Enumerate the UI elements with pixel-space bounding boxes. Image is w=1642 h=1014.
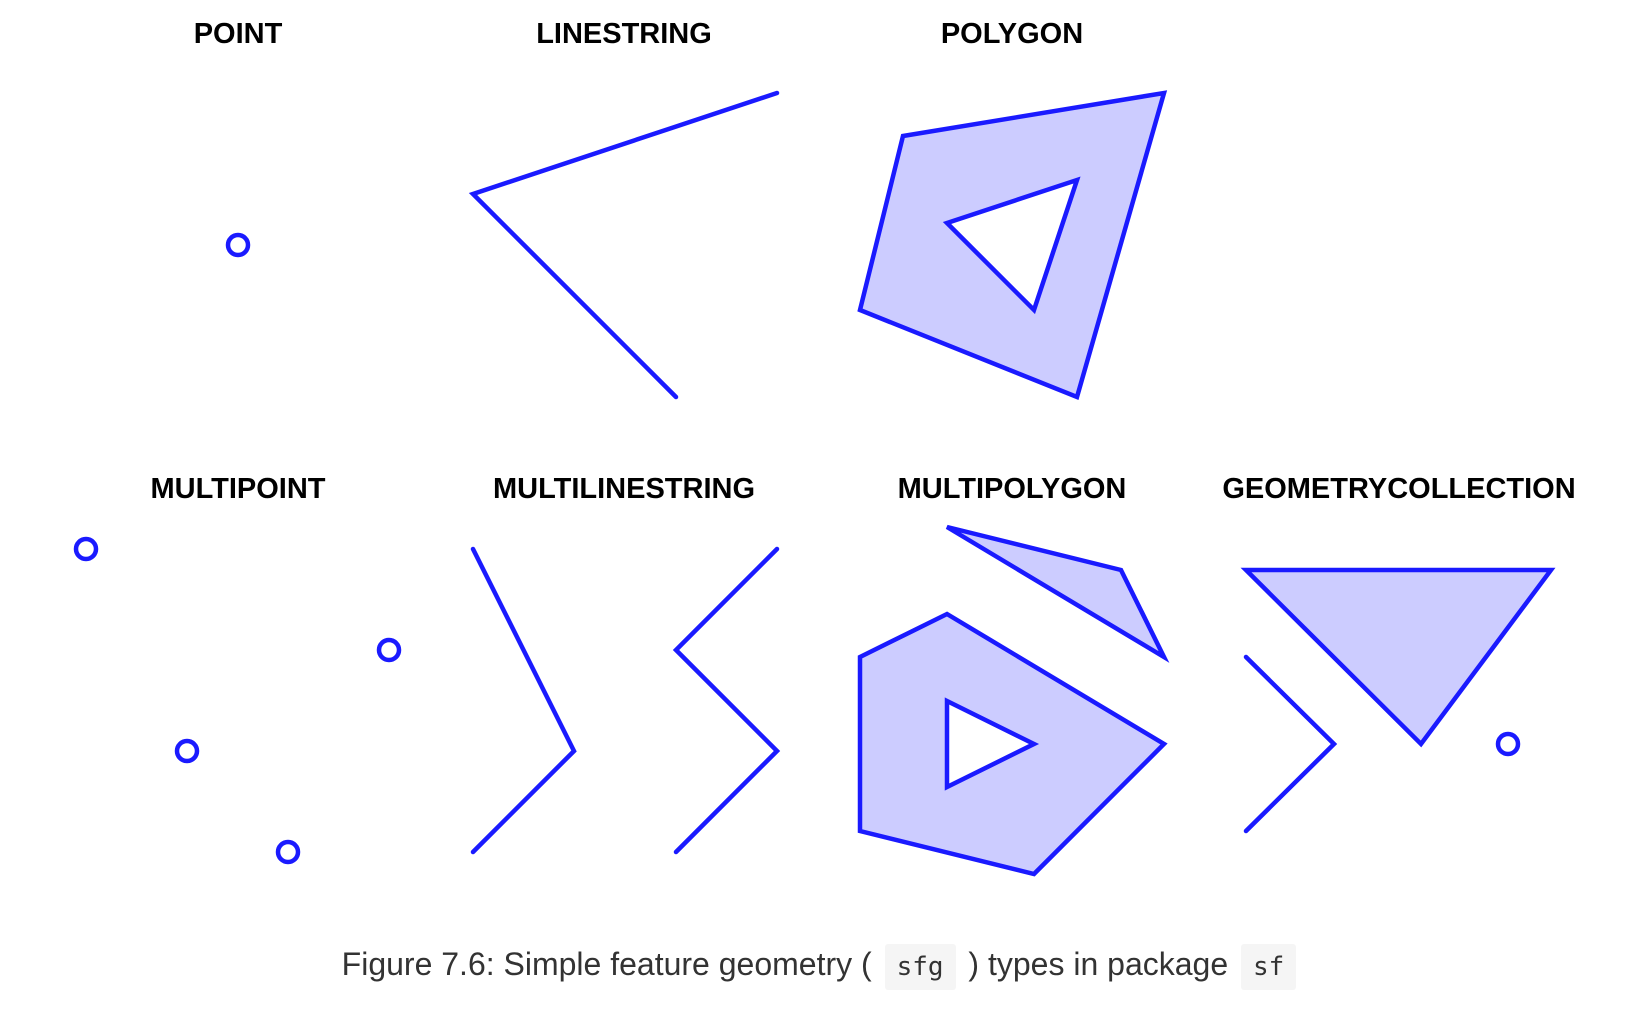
multipolygon-triangle bbox=[945, 524, 1170, 663]
multilinestring-line bbox=[672, 546, 781, 855]
multipoint-marker bbox=[174, 738, 200, 764]
geometrycollection-geometry bbox=[1240, 567, 1556, 834]
linestring-line bbox=[468, 90, 780, 400]
multipoint-marker bbox=[73, 536, 99, 562]
point-geometry bbox=[225, 232, 251, 258]
multipolygon-geometry bbox=[857, 524, 1170, 877]
figure-caption: Figure 7.6: Simple feature geometry ( sf… bbox=[0, 944, 1642, 990]
polygon-shape-with-hole bbox=[857, 90, 1168, 401]
multipolygon-shape-with-hole bbox=[857, 611, 1168, 877]
multilinestring-line bbox=[470, 546, 577, 855]
geometrycollection-line bbox=[1243, 654, 1338, 834]
caption-middle: ) types in package bbox=[968, 946, 1229, 982]
panel-title-point: POINT bbox=[194, 18, 283, 50]
multilinestring-geometry bbox=[470, 546, 781, 855]
polygon-geometry bbox=[857, 90, 1168, 401]
caption-prefix: Figure 7.6: Simple feature geometry ( bbox=[341, 946, 872, 982]
multipoint-marker bbox=[376, 637, 402, 663]
multipoint-geometry bbox=[73, 536, 402, 865]
caption-code-sfg: sfg bbox=[884, 944, 956, 990]
linestring-geometry bbox=[468, 90, 780, 400]
multipoint-marker bbox=[275, 839, 301, 865]
geometrycollection-triangle bbox=[1240, 567, 1556, 748]
panel-title-multipoint: MULTIPOINT bbox=[150, 473, 325, 505]
geometrycollection-point bbox=[1495, 731, 1521, 757]
geometry-types-figure: POINT LINESTRING POLYGON MULTIPOINT MULT… bbox=[73, 18, 1576, 877]
panel-title-multipolygon: MULTIPOLYGON bbox=[898, 473, 1127, 505]
panel-title-polygon: POLYGON bbox=[941, 18, 1083, 50]
panel-title-linestring: LINESTRING bbox=[536, 18, 712, 50]
point-marker bbox=[225, 232, 251, 258]
panel-title-geometrycollection: GEOMETRYCOLLECTION bbox=[1222, 473, 1575, 505]
caption-code-sf: sf bbox=[1241, 944, 1297, 990]
panel-title-multilinestring: MULTILINESTRING bbox=[493, 473, 755, 505]
